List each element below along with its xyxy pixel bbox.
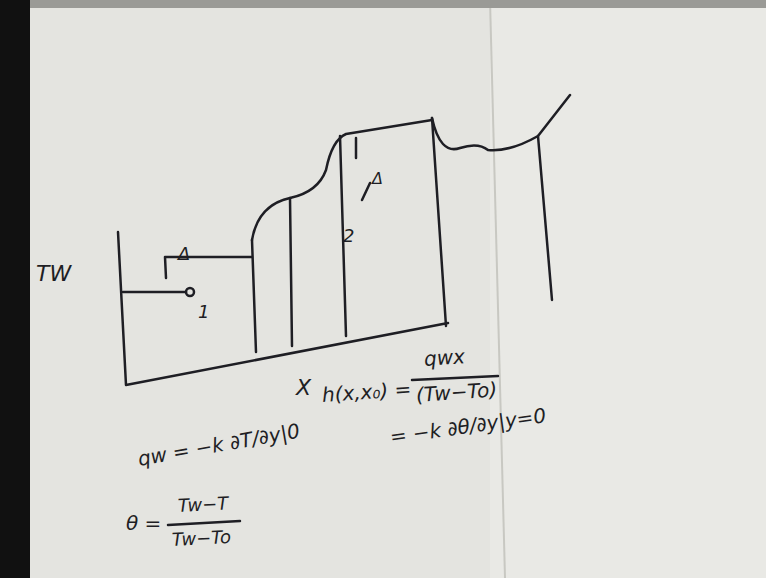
- fraction-bar: [168, 521, 240, 525]
- division-line: [290, 198, 292, 346]
- handwritten-label: Tw−T: [177, 493, 228, 515]
- handwritten-label: Tw−To: [171, 527, 231, 550]
- handwritten-label: X: [296, 376, 311, 400]
- step-point: [186, 288, 194, 296]
- division-line: [252, 240, 256, 352]
- division-line: [538, 136, 552, 300]
- paper-sheet: [490, 0, 766, 578]
- handwritten-label: Δ: [178, 244, 190, 264]
- handwritten-label: 1: [198, 302, 209, 322]
- handwritten-label: (Tw−To): [415, 378, 498, 406]
- axes: [118, 232, 448, 385]
- profile-curve-2: [432, 95, 570, 150]
- sheet-edge: [490, 0, 505, 578]
- handwritten-label: 2: [343, 226, 354, 246]
- left-strip: [0, 0, 30, 578]
- wall-temp-level: [123, 291, 186, 294]
- handwritten-label: Δ: [372, 170, 383, 188]
- division-line: [432, 118, 446, 326]
- top-strip: [0, 0, 766, 8]
- handwritten-label: qwx: [423, 345, 465, 370]
- handwritten-label: θ =: [126, 512, 161, 534]
- delta-marker: [356, 138, 370, 200]
- handwritten-label: TW: [36, 262, 71, 286]
